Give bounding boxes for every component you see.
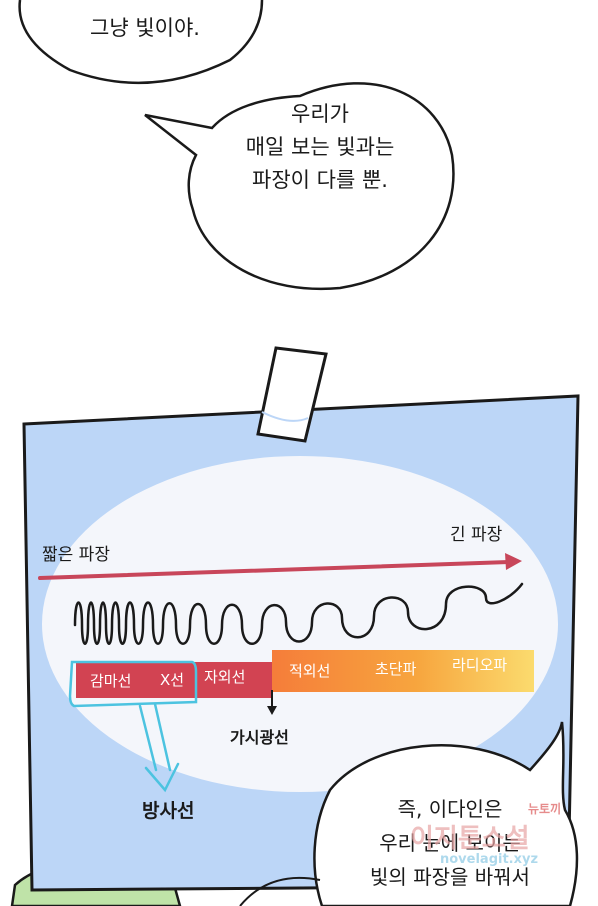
middle-bubble-line-3: 파장이 다를 뿐. — [252, 168, 388, 192]
spectrum-band-long — [272, 650, 534, 692]
band-label-xray: X선 — [160, 671, 185, 689]
radiation-label: 방사선 — [142, 800, 195, 822]
top-bubble-text: 그냥 빛이야. — [50, 12, 240, 45]
visible-light-label: 가시광선 — [230, 728, 289, 747]
watermark-line-3: novelagit.xyz — [440, 852, 539, 867]
middle-bubble-text: 우리가 매일 보는 빛과는 파장이 다를 뿐. — [205, 98, 435, 197]
middle-bubble-line-2: 매일 보는 빛과는 — [245, 135, 395, 159]
band-label-microwave: 초단파 — [375, 660, 417, 678]
spectrum-band-short — [76, 662, 272, 698]
top-bubble-line: 그냥 빛이야. — [90, 16, 200, 40]
long-wavelength-label: 긴 파장 — [450, 525, 503, 545]
band-label-gamma: 감마선 — [90, 672, 132, 690]
middle-bubble-line-1: 우리가 — [291, 102, 349, 126]
watermark-line-2: 이지툰소설 — [410, 824, 530, 854]
bottom-bubble-line-2: 우리 눈에 보이는 — [379, 831, 521, 855]
bottom-bubble-text: 즉, 이다인은 우리 눈에 보이는 빛의 파장을 바꿔서 — [330, 792, 570, 894]
bottom-bubble-line-1: 즉, 이다인은 — [397, 797, 503, 821]
bottom-bubble-line-3: 빛의 파장을 바꿔서 — [370, 865, 530, 889]
band-label-radio: 라디오파 — [452, 656, 508, 674]
watermark-line-1: 뉴토끼 — [528, 802, 562, 816]
diagram-ellipse — [42, 456, 558, 792]
band-label-infrared: 적외선 — [289, 662, 331, 680]
wave-line — [73, 582, 524, 645]
band-label-ultraviolet: 자외선 — [204, 668, 246, 686]
short-wavelength-label: 짧은 파장 — [42, 545, 110, 565]
